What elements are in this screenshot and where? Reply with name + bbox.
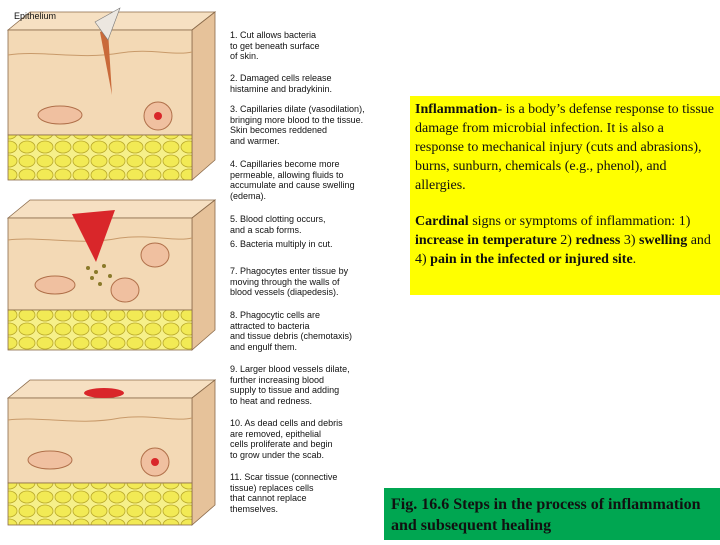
step-label: 1. Cut allows bacteria to get beneath su… <box>230 30 380 62</box>
sign-1-number: 1) <box>679 214 691 229</box>
sign-4: pain in the infected or injured site <box>430 252 633 267</box>
step-label: 2. Damaged cells release histamine and b… <box>230 73 380 94</box>
step-label: 4. Capillaries become more permeable, al… <box>230 159 380 201</box>
cardinal-end: . <box>633 252 637 267</box>
sign-2-number: 2) <box>557 233 576 248</box>
cardinal-intro: signs or symptoms of inflammation: <box>469 214 679 229</box>
step-label: 3. Capillaries dilate (vasodilation), br… <box>230 104 380 146</box>
info-box: Inflammation- is a body’s defense respon… <box>410 96 720 295</box>
sign-3: swelling <box>639 233 687 248</box>
step-label: 6. Bacteria multiply in cut. <box>230 239 380 250</box>
tissue-panel-2 <box>8 200 215 350</box>
sign-3-number: 3) <box>620 233 639 248</box>
step-label: 7. Phagocytes enter tissue by moving thr… <box>230 266 380 298</box>
tissue-panel-3 <box>8 380 215 525</box>
sign-1: increase in temperature <box>415 233 557 248</box>
step-label: 10. As dead cells and debris are removed… <box>230 418 380 460</box>
inflammation-term: Inflammation <box>415 102 497 117</box>
step-label: 8. Phagocytic cells are attracted to bac… <box>230 310 380 352</box>
figure-caption: Fig. 16.6 Steps in the process of inflam… <box>391 494 715 536</box>
cardinal-term: Cardinal <box>415 214 469 229</box>
inflammation-definition: Inflammation- is a body’s defense respon… <box>415 100 715 195</box>
tissue-panel-1 <box>8 8 215 180</box>
cardinal-signs: Cardinal signs or symptoms of inflammati… <box>415 212 715 269</box>
epithelium-label: Epithelium <box>14 11 56 22</box>
figure-caption-box: Fig. 16.6 Steps in the process of inflam… <box>384 488 720 540</box>
step-label: 9. Larger blood vessels dilate, further … <box>230 364 380 406</box>
inflammation-figure: Epithelium 1. Cut allows bacteria to get… <box>0 0 380 540</box>
sign-2: redness <box>575 233 620 248</box>
step-label: 11. Scar tissue (connective tissue) repl… <box>230 472 380 514</box>
info-text: Inflammation- is a body’s defense respon… <box>415 100 715 269</box>
step-label: 5. Blood clotting occurs, and a scab for… <box>230 214 380 235</box>
